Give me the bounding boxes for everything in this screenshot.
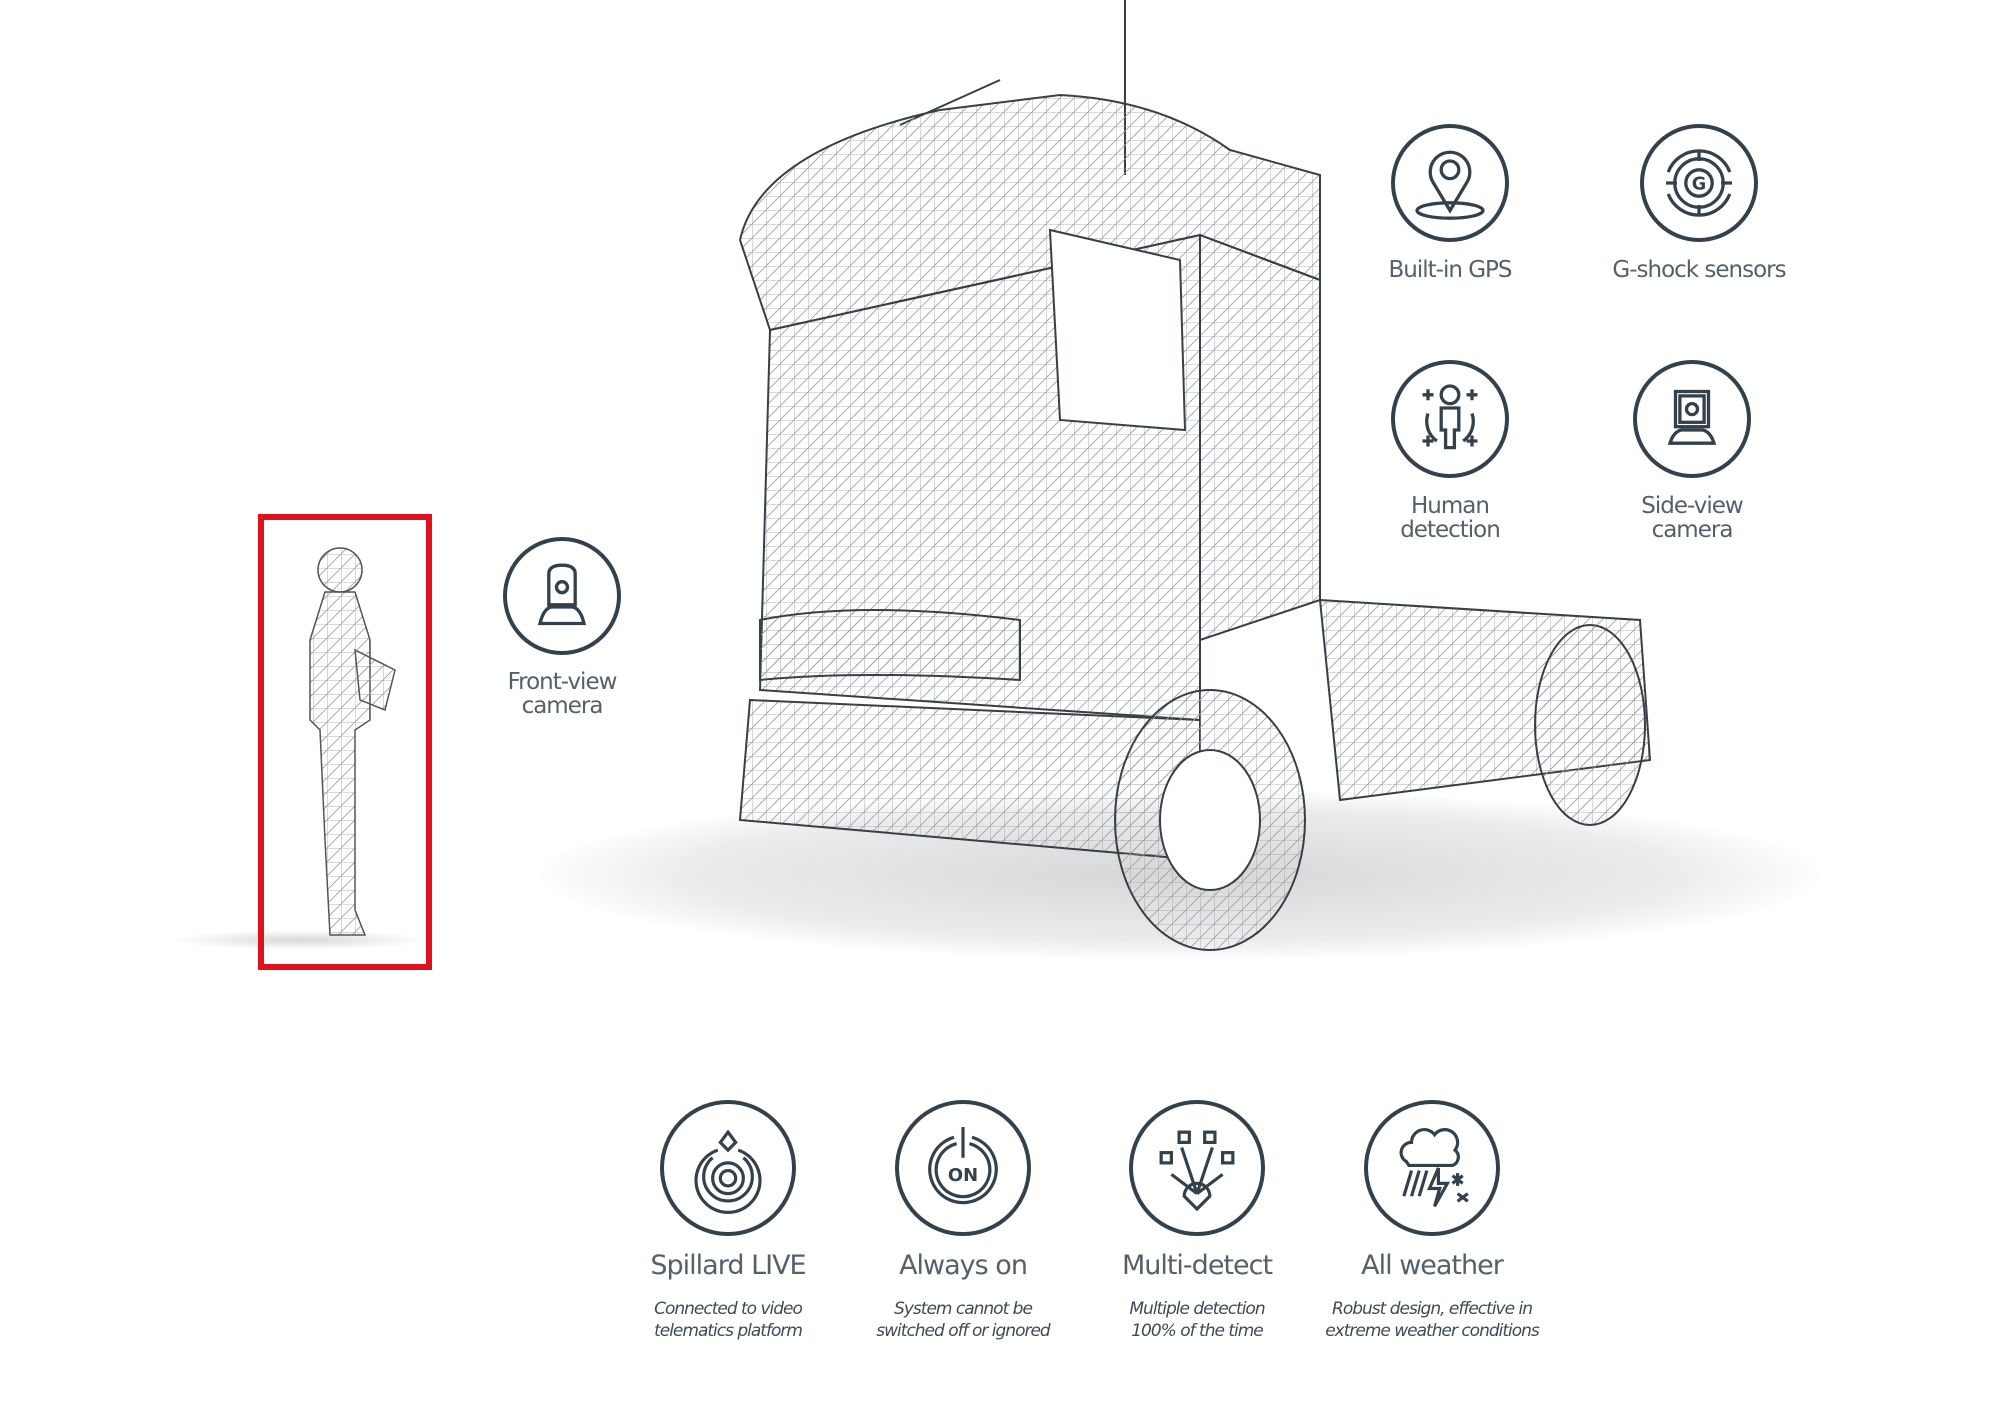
description-line: 100% of the time: [1131, 1321, 1264, 1341]
description-line: Connected to video: [654, 1299, 803, 1319]
wireframe-person: [309, 547, 396, 936]
weather-icon: [1399, 1128, 1469, 1208]
feature-title: Always on: [899, 1250, 1028, 1281]
description-line: extreme weather conditions: [1325, 1321, 1540, 1341]
label-line: Side-view: [1641, 493, 1743, 519]
feature-label-g-shock: G-shock sensors: [1612, 257, 1786, 283]
multi-detect-icon: [1129, 1100, 1265, 1236]
power-on-icon: ON: [928, 1127, 998, 1205]
feature-title: All weather: [1361, 1250, 1504, 1281]
g-shock-icon: G: [1640, 124, 1758, 242]
feature-title: Spillard LIVE: [650, 1250, 806, 1281]
map-pin-icon: [1415, 150, 1485, 220]
description-line: Multiple detection: [1129, 1299, 1265, 1319]
g-shock-target-icon: G: [1666, 149, 1732, 217]
description-line: System cannot be: [894, 1299, 1033, 1319]
svg-text:G: G: [1692, 175, 1706, 195]
always-on-icon: ON: [895, 1100, 1031, 1236]
camera-icon: [1667, 389, 1717, 445]
spillard-live-icon: [660, 1100, 796, 1236]
description-line: switched off or ignored: [876, 1321, 1050, 1341]
feature-label-gps: Built-in GPS: [1388, 257, 1512, 283]
live-signal-icon: [694, 1129, 762, 1214]
all-weather-icon: [1364, 1100, 1500, 1236]
label-line: Front-view: [507, 669, 618, 695]
feature-title: Multi-detect: [1121, 1250, 1273, 1281]
label-line: camera: [521, 693, 604, 719]
label-line: Human: [1411, 493, 1490, 519]
human-detection-highlight-box: [258, 514, 432, 970]
label-line: detection: [1400, 517, 1501, 543]
camera-icon: [537, 563, 587, 626]
gps-icon: [1391, 124, 1509, 242]
on-glyph: ON: [948, 1165, 978, 1186]
wireframe-truck: [738, 0, 1652, 951]
front-view-camera-icon: [503, 537, 621, 655]
human-detection-icon: [1391, 360, 1509, 478]
description-line: Robust design, effective in: [1332, 1299, 1533, 1319]
side-view-camera-icon: [1633, 360, 1751, 478]
label-line: camera: [1651, 517, 1734, 543]
description-line: telematics platform: [654, 1321, 803, 1341]
